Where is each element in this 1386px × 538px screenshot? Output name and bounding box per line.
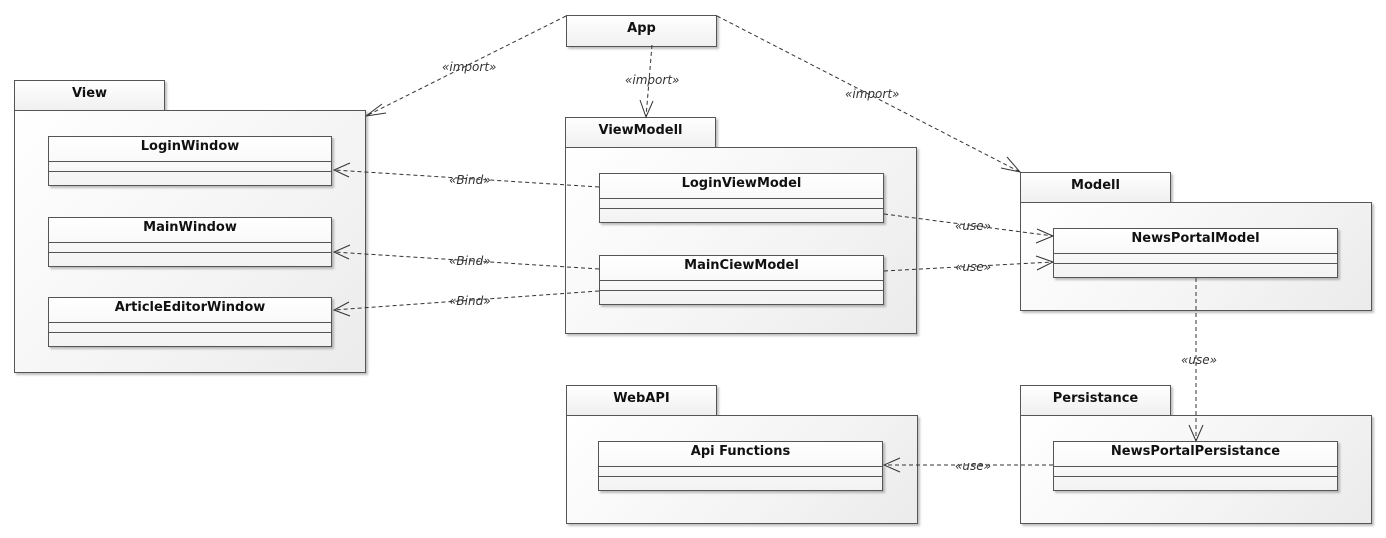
edge-app-viewmodell[interactable] [645, 44, 653, 118]
edge-app-view[interactable] [365, 15, 567, 117]
class-main-window-name: MainWindow [143, 220, 237, 235]
stereotype-app-viewmodell: «import» [625, 73, 679, 87]
class-divider [600, 290, 883, 291]
stereotype-use-main-model: «use» [955, 260, 991, 274]
edge-app-modell[interactable] [716, 15, 1021, 173]
class-divider [599, 466, 882, 467]
stereotype-app-view: «import» [442, 60, 496, 74]
arrowhead-open [1035, 228, 1055, 244]
arrowhead-open [332, 301, 351, 317]
edge-use-main-model[interactable] [883, 261, 1054, 272]
package-persistance-label: Persistance [1052, 391, 1139, 406]
class-divider [49, 171, 331, 172]
arrowhead-open [1000, 156, 1022, 173]
class-login-window-name: LoginWindow [140, 139, 240, 154]
class-login-window[interactable]: LoginWindow [48, 136, 332, 186]
stereotype-use-persistance-api: «use» [955, 459, 991, 473]
class-main-ciew-model-name: MainCiewModel [684, 258, 799, 273]
class-news-portal-model[interactable]: NewsPortalModel [1053, 228, 1338, 278]
class-divider [49, 332, 331, 333]
edge-bind-article[interactable] [333, 290, 600, 311]
class-divider [1054, 466, 1337, 467]
class-divider [1054, 253, 1337, 254]
arrowhead-open [639, 99, 654, 119]
class-news-portal-model-name: NewsPortalModel [1131, 231, 1260, 246]
stereotype-app-modell: «import» [845, 87, 899, 101]
class-api-functions-name: Api Functions [690, 444, 791, 459]
class-news-portal-persistance[interactable]: NewsPortalPersistance [1053, 441, 1338, 491]
arrowhead-open [332, 244, 351, 260]
package-viewmodell-label: ViewModell [598, 123, 683, 138]
stereotype-bind-article: «Bind» [449, 294, 491, 308]
class-divider [600, 208, 883, 209]
class-divider [600, 280, 883, 281]
class-divider [599, 476, 882, 477]
edge-use-login-model[interactable] [883, 213, 1054, 237]
package-app[interactable]: App [566, 15, 717, 47]
class-divider [1054, 476, 1337, 477]
class-divider [49, 161, 331, 162]
package-webapi-tab[interactable]: WebAPI [566, 385, 717, 416]
class-divider [49, 322, 331, 323]
class-article-editor-window-name: ArticleEditorWindow [114, 300, 266, 315]
class-news-portal-persistance-name: NewsPortalPersistance [1110, 444, 1281, 459]
package-viewmodell-tab[interactable]: ViewModell [565, 117, 716, 148]
class-divider [49, 242, 331, 243]
stereotype-use-login-model: «use» [955, 219, 991, 233]
package-app-label: App [627, 21, 656, 36]
arrowhead-open [332, 162, 351, 178]
arrowhead-open [365, 103, 387, 117]
class-divider [49, 252, 331, 253]
class-divider [1054, 263, 1337, 264]
package-webapi-label: WebAPI [613, 391, 670, 406]
class-main-ciew-model[interactable]: MainCiewModel [599, 255, 884, 305]
class-divider [600, 198, 883, 199]
class-api-functions[interactable]: Api Functions [598, 441, 883, 491]
class-login-view-model[interactable]: LoginViewModel [599, 173, 884, 223]
class-article-editor-window[interactable]: ArticleEditorWindow [48, 297, 332, 347]
class-login-view-model-name: LoginViewModel [681, 176, 802, 191]
class-main-window[interactable]: MainWindow [48, 217, 332, 267]
arrowhead-open [1035, 255, 1055, 271]
edge-bind-login[interactable] [333, 169, 600, 188]
edge-bind-main[interactable] [333, 251, 600, 270]
package-view-label: View [71, 86, 108, 101]
package-modell-label: Modell [1071, 178, 1120, 193]
stereotype-use-model-persistance: «use» [1181, 353, 1217, 367]
stereotype-bind-login: «Bind» [449, 173, 491, 187]
arrowhead-open [882, 457, 901, 473]
stereotype-bind-main: «Bind» [449, 254, 491, 268]
arrowhead-open [1188, 424, 1204, 443]
